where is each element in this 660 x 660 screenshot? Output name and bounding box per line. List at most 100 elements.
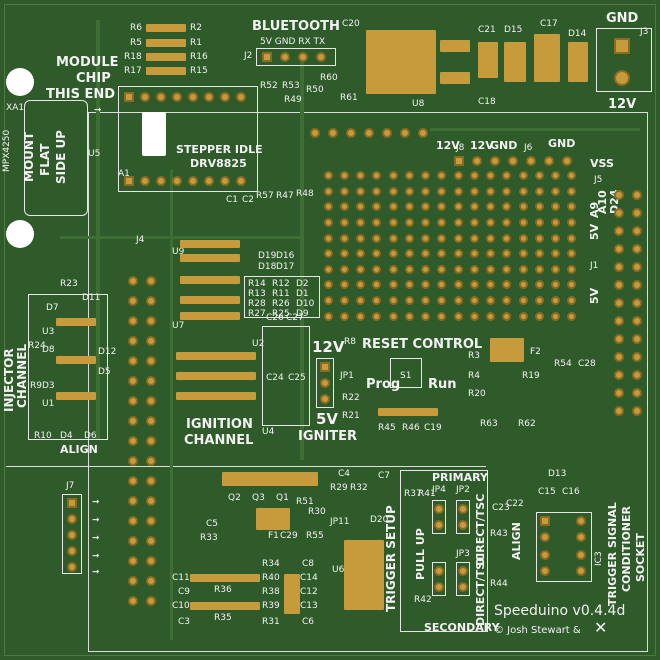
align-label-vertical: ALIGN	[510, 522, 523, 560]
pad	[128, 596, 138, 606]
pad	[128, 576, 138, 586]
igniter-12v-label: 12V	[312, 338, 345, 356]
label-jp4: JP4	[432, 485, 446, 495]
label-a9: A9	[588, 201, 601, 218]
pad	[128, 416, 138, 426]
pad	[280, 52, 290, 62]
label-r52: R52	[260, 81, 278, 91]
label-c28: C28	[578, 359, 596, 369]
label-r38: R38	[262, 587, 280, 597]
pad	[614, 38, 630, 54]
label-d9: D9	[296, 309, 309, 319]
label-r28: R28	[248, 299, 266, 309]
pad	[128, 356, 138, 366]
label-jp1: JP1	[340, 371, 354, 381]
smd-pad	[146, 53, 186, 61]
label-q3: Q3	[252, 493, 265, 503]
injector-box	[28, 294, 108, 440]
pad	[540, 566, 550, 576]
label-r51: R51	[296, 497, 314, 507]
pad	[128, 516, 138, 526]
label-d5: D5	[98, 367, 111, 377]
mount-flat-line-1: MOUNT	[22, 131, 36, 182]
pad	[540, 516, 550, 526]
pad	[632, 280, 642, 290]
label-c17: C17	[540, 19, 558, 29]
label-c12: C12	[300, 587, 318, 597]
label-d20: D20	[370, 515, 389, 525]
label-d16: D16	[276, 251, 295, 261]
pad	[400, 128, 410, 138]
label-r29: R29	[330, 483, 348, 493]
igniter-5v-label: 5V	[316, 410, 339, 428]
pad	[146, 436, 156, 446]
label-r15: R15	[190, 66, 208, 76]
label-u3: U3	[42, 327, 55, 337]
label-r60: R60	[320, 73, 338, 83]
pad	[128, 376, 138, 386]
label-f1: F1	[268, 531, 279, 541]
pad	[614, 226, 624, 236]
pad	[204, 92, 214, 102]
label-d19: D19	[258, 251, 277, 261]
pad	[458, 566, 468, 576]
label-r42: R42	[414, 595, 432, 605]
pad	[632, 298, 642, 308]
jp5-jumper	[432, 562, 446, 596]
pad	[614, 244, 624, 254]
label-d2: D2	[296, 279, 309, 289]
pad	[562, 156, 572, 166]
label-r22: R22	[342, 393, 360, 403]
pad	[146, 376, 156, 386]
label-j2: J2	[244, 51, 253, 61]
smd-pad	[180, 240, 240, 248]
label-r25: R25	[272, 309, 290, 319]
direct-tsc-label-2: DIRECT/TSC	[474, 553, 487, 626]
pad	[508, 156, 518, 166]
pad	[540, 550, 550, 560]
pad	[614, 388, 624, 398]
board-title: Speeduino v0.4.4d	[494, 603, 626, 619]
label-c25: C25	[288, 373, 306, 383]
pad	[220, 92, 230, 102]
label-u6: U6	[332, 565, 345, 575]
label-u2: U2	[252, 339, 265, 349]
grid-gnd-label-2: GND	[548, 137, 576, 150]
label-c4: C4	[338, 469, 351, 479]
smd-pad	[146, 67, 186, 75]
reset-control-label: RESET CONTROL	[362, 337, 483, 352]
label-r6: R6	[130, 23, 142, 33]
trace	[430, 128, 640, 131]
label-j8: J8	[456, 143, 465, 153]
smd-pad	[284, 574, 300, 614]
pad	[434, 520, 444, 530]
mpx-label: MPX4250	[2, 129, 12, 172]
igniter-label: IGNITER	[298, 429, 357, 444]
pad	[458, 582, 468, 592]
label-c21: C21	[478, 25, 496, 35]
pad	[236, 92, 246, 102]
pad	[67, 530, 77, 540]
pad	[526, 156, 536, 166]
pad	[188, 176, 198, 186]
arrow-icon: →	[94, 102, 102, 116]
smd-pad	[222, 472, 318, 486]
smd-pad	[478, 42, 498, 78]
label-j5: J5	[594, 175, 603, 185]
regulator-tab	[366, 30, 436, 94]
pad	[128, 436, 138, 446]
reset-switch[interactable]	[390, 358, 422, 388]
arrow-icon: →	[92, 494, 100, 508]
pad	[540, 532, 550, 542]
pad	[472, 156, 482, 166]
pad	[220, 176, 230, 186]
pad	[614, 280, 624, 290]
label-c2: C2	[242, 195, 255, 205]
label-c16: C16	[562, 487, 580, 497]
injector-label: INJECTOR	[2, 348, 16, 412]
label-r9: R9	[30, 381, 42, 391]
label-r32: R32	[350, 483, 368, 493]
trace	[96, 20, 100, 440]
smd-pad	[180, 254, 240, 262]
